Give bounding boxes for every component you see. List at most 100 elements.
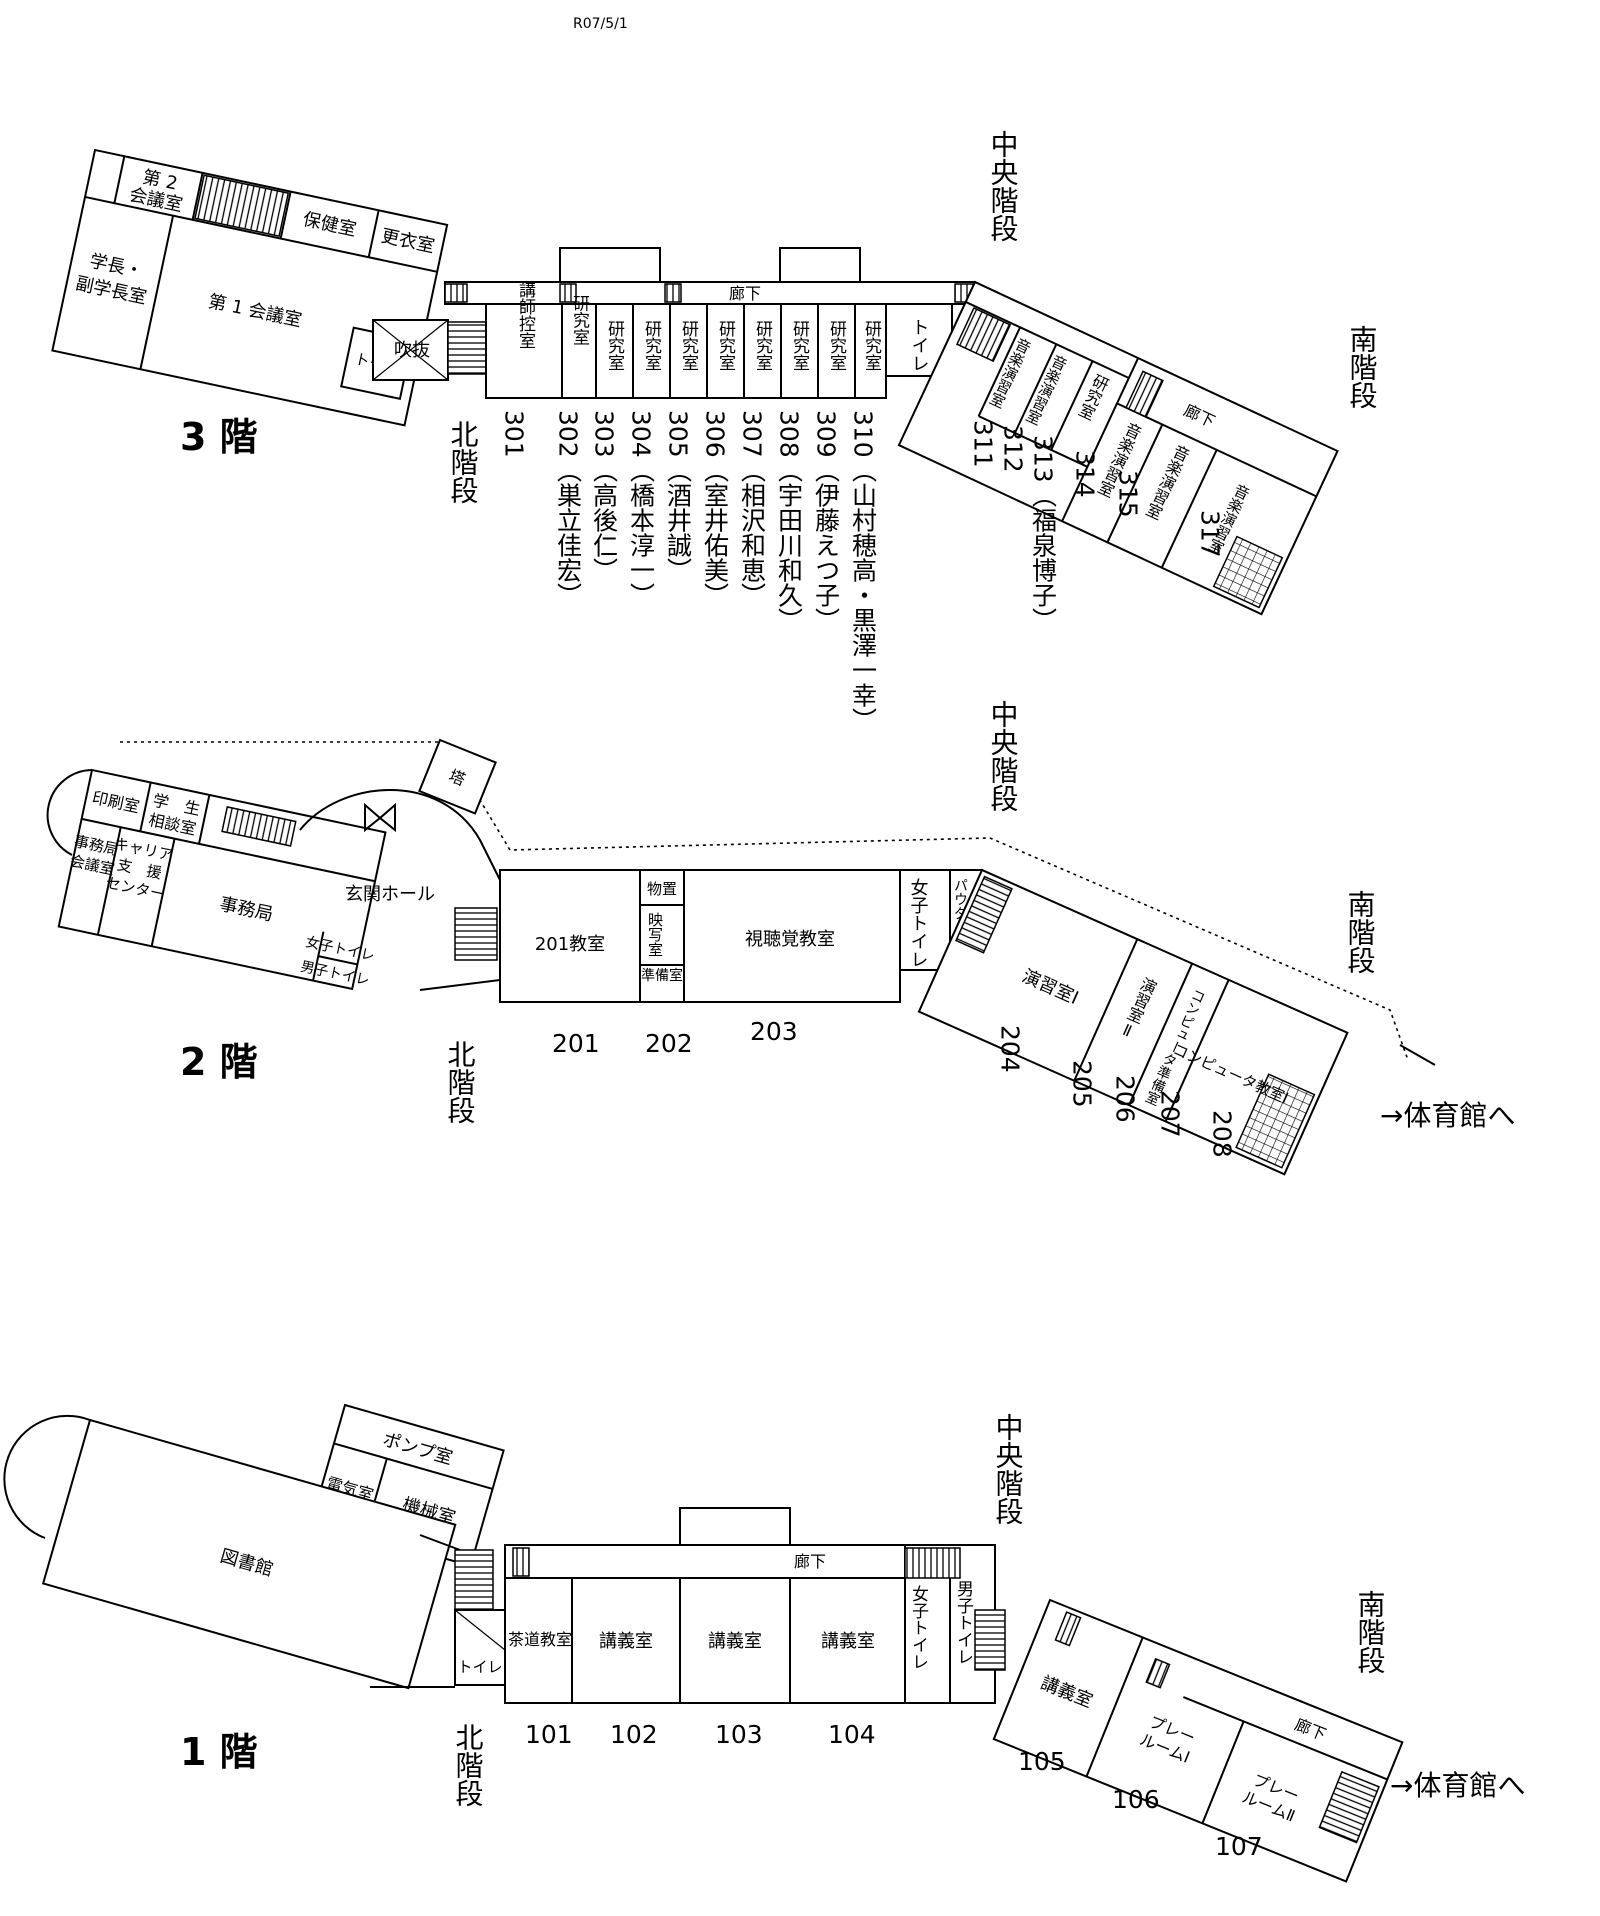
room-fukinuke: 吹抜 [372, 319, 449, 381]
south-stairs-3f-label: 南階段 [1346, 325, 1379, 409]
north-stairs-2f-label: 北階段 [444, 1040, 477, 1124]
svg-text:317: 317 [1196, 510, 1225, 558]
room-eisha: 映写室 [646, 912, 664, 957]
lab-302: 研究室 [569, 295, 590, 346]
lab-306: 研究室 [715, 320, 736, 371]
lab-308: 研究室 [789, 320, 810, 371]
svg-text:305（酒井誠）: 305（酒井誠） [664, 410, 693, 583]
central-stairs-2f-label: 中央階段 [987, 700, 1020, 812]
svg-text:101: 101 [525, 1720, 573, 1749]
svg-text:105: 105 [1018, 1747, 1066, 1776]
floor-3-north-wing: 第 2 会議室 学長・ 副学長室 保健室 更衣室 第 1 会議室 トイレ [51, 148, 449, 427]
date-stamp: R07/5/1 [573, 16, 628, 32]
north-stairs-3f-label: 北階段 [447, 420, 480, 504]
room-numbers-1f-south: 105 106 107 [1018, 1747, 1263, 1861]
lab-309: 研究室 [826, 320, 847, 371]
svg-text:304（橋本淳一）: 304（橋本淳一） [627, 410, 656, 608]
svg-text:202: 202 [645, 1029, 693, 1058]
svg-text:301: 301 [500, 410, 529, 458]
corridor-1f [504, 1544, 906, 1579]
floor-1: 1 階 ポンプ室 電気室 機械室 図書館 トイレ 廊下 茶道教室 [3, 1403, 1525, 1883]
svg-text:204: 204 [996, 1025, 1025, 1073]
svg-text:207: 207 [1156, 1090, 1185, 1138]
svg-text:206: 206 [1111, 1075, 1140, 1123]
svg-text:208: 208 [1208, 1110, 1237, 1158]
room-103: 講義室 [708, 1631, 762, 1652]
svg-text:203: 203 [750, 1017, 798, 1046]
room-toshokan: 図書館 [41, 1418, 457, 1690]
floor-2-south-wing: 演習室Ⅰ 演習室Ⅱ コンピュータ準備室 コンピュータ教室Ⅰ [917, 868, 1349, 1176]
svg-text:311: 311 [969, 420, 998, 468]
floor-3-label: 3 階 [180, 415, 258, 459]
lab-310: 研究室 [861, 320, 882, 371]
svg-text:306（室井佑美）: 306（室井佑美） [701, 410, 730, 608]
central-stairs-1f-label: 中央階段 [992, 1413, 1025, 1525]
floor-2: 2 階 塔 印刷室 学 生 相談室 事務局 会議室 キャリア 支 援 センタ [46, 700, 1515, 1176]
svg-text:302（巣立佳宏）: 302（巣立佳宏） [554, 410, 583, 608]
room-numbers-3f: 301 302（巣立佳宏） 303（高後仁） 304（橋本淳一） 305（酒井誠… [500, 410, 878, 733]
room-numbers-2f: 201 202 203 [552, 1017, 798, 1058]
toilet-1f [454, 1609, 506, 1686]
floor-3: 3 階 第 2 会議室 学長・ 副学長室 保健室 更衣室 第 1 会議室 トイレ [51, 130, 1379, 733]
svg-text:107: 107 [1215, 1832, 1263, 1861]
corridor-3f-label: 廊下 [729, 284, 761, 303]
to-gym-1f: →体育館へ [1390, 1769, 1525, 1802]
central-stairs-3f-label: 中央階段 [987, 130, 1020, 242]
lab-row-3f: 講師控室 研究室 研究室 研究室 研究室 研究室 研究室 研究室 研究室 研究室 [515, 281, 887, 398]
svg-text:102: 102 [610, 1720, 658, 1749]
to-gym-2f: →体育館へ [1380, 1099, 1515, 1132]
svg-text:315: 315 [1114, 470, 1143, 518]
north-stairs-2f [454, 907, 498, 961]
svg-text:103: 103 [715, 1720, 763, 1749]
north-stairs-3f [447, 321, 487, 375]
floor-1-south-wing: 講義室 廊下 プレー ルームⅠ プレー ルームⅡ [992, 1598, 1404, 1883]
svg-text:女子トイレ: 女子トイレ [908, 878, 929, 968]
joshi-toilet-1f: 女子トイレ [908, 1585, 929, 1670]
svg-text:303（高後仁）: 303（高後仁） [590, 410, 619, 583]
south-stairs-2f-label: 南階段 [1344, 890, 1377, 974]
room-shichokaku: 視聴覚教室 [745, 929, 835, 950]
lab-305: 研究室 [678, 320, 699, 371]
room-numbers-3f-south: 311 312 313（福泉博子） 314 315 317 [969, 420, 1225, 633]
svg-text:201: 201 [552, 1029, 600, 1058]
lab-303: 研究室 [604, 320, 625, 371]
svg-text:309（伊藤えつ子）: 309（伊藤えつ子） [812, 410, 841, 633]
floor-1-label: 1 階 [180, 1730, 258, 1774]
svg-text:205: 205 [1068, 1060, 1097, 1108]
svg-text:104: 104 [828, 1720, 876, 1749]
danshi-toilet-1f: 男子トイレ [953, 1580, 974, 1665]
floor-2-north-wing: 印刷室 学 生 相談室 事務局 会議室 キャリア 支 援 センター 事務局 女子… [57, 768, 387, 991]
lab-307: 研究室 [752, 320, 773, 371]
svg-text:塔: 塔 [446, 766, 468, 790]
central-stairs-1f [974, 1609, 1006, 1671]
room-201: 201教室 [535, 934, 605, 955]
north-stairs-1f-label: 北階段 [452, 1723, 485, 1807]
floor-3-south-wing: 廊下 音楽演習室 音楽演習室 研究室 音楽演習室 音楽演習室 音楽演習室 [897, 280, 1339, 616]
svg-text:307（相沢和恵）: 307（相沢和恵） [738, 410, 767, 608]
svg-text:106: 106 [1112, 1785, 1160, 1814]
south-stairs-1f-label: 南階段 [1354, 1590, 1387, 1674]
room-tou: 塔 [418, 738, 497, 815]
svg-text:310（山村穂高・黒澤一幸）: 310（山村穂高・黒澤一幸） [849, 410, 878, 733]
room-102: 講義室 [599, 1631, 653, 1652]
room-sado: 茶道教室 [508, 1630, 572, 1649]
svg-text:313（福泉博子）: 313（福泉博子） [1029, 435, 1058, 633]
room-koushi-hikae: 講師控室 [515, 281, 536, 349]
room-104: 講義室 [821, 1631, 875, 1652]
svg-text:廊下: 廊下 [794, 1552, 826, 1571]
svg-text:トイレ: トイレ [457, 1658, 502, 1676]
floor-2-label: 2 階 [180, 1040, 258, 1084]
svg-text:312: 312 [999, 425, 1028, 473]
room-butsuchi: 物置 [647, 880, 677, 898]
lab-304: 研究室 [641, 320, 662, 371]
room-numbers-2f-south: 204 205 206 207 208 [996, 1025, 1237, 1158]
svg-text:314: 314 [1071, 450, 1100, 498]
joshi-toilet-2f [899, 869, 951, 971]
room-genkan-hall: 玄関ホール [345, 884, 435, 905]
svg-text:吹抜: 吹抜 [394, 340, 430, 361]
svg-text:308（宇田川和久）: 308（宇田川和久） [775, 410, 804, 633]
room-numbers-1f: 101 102 103 104 [525, 1720, 876, 1749]
svg-text:トイレ: トイレ [909, 318, 930, 372]
room-junbi: 準備室 [641, 967, 683, 984]
